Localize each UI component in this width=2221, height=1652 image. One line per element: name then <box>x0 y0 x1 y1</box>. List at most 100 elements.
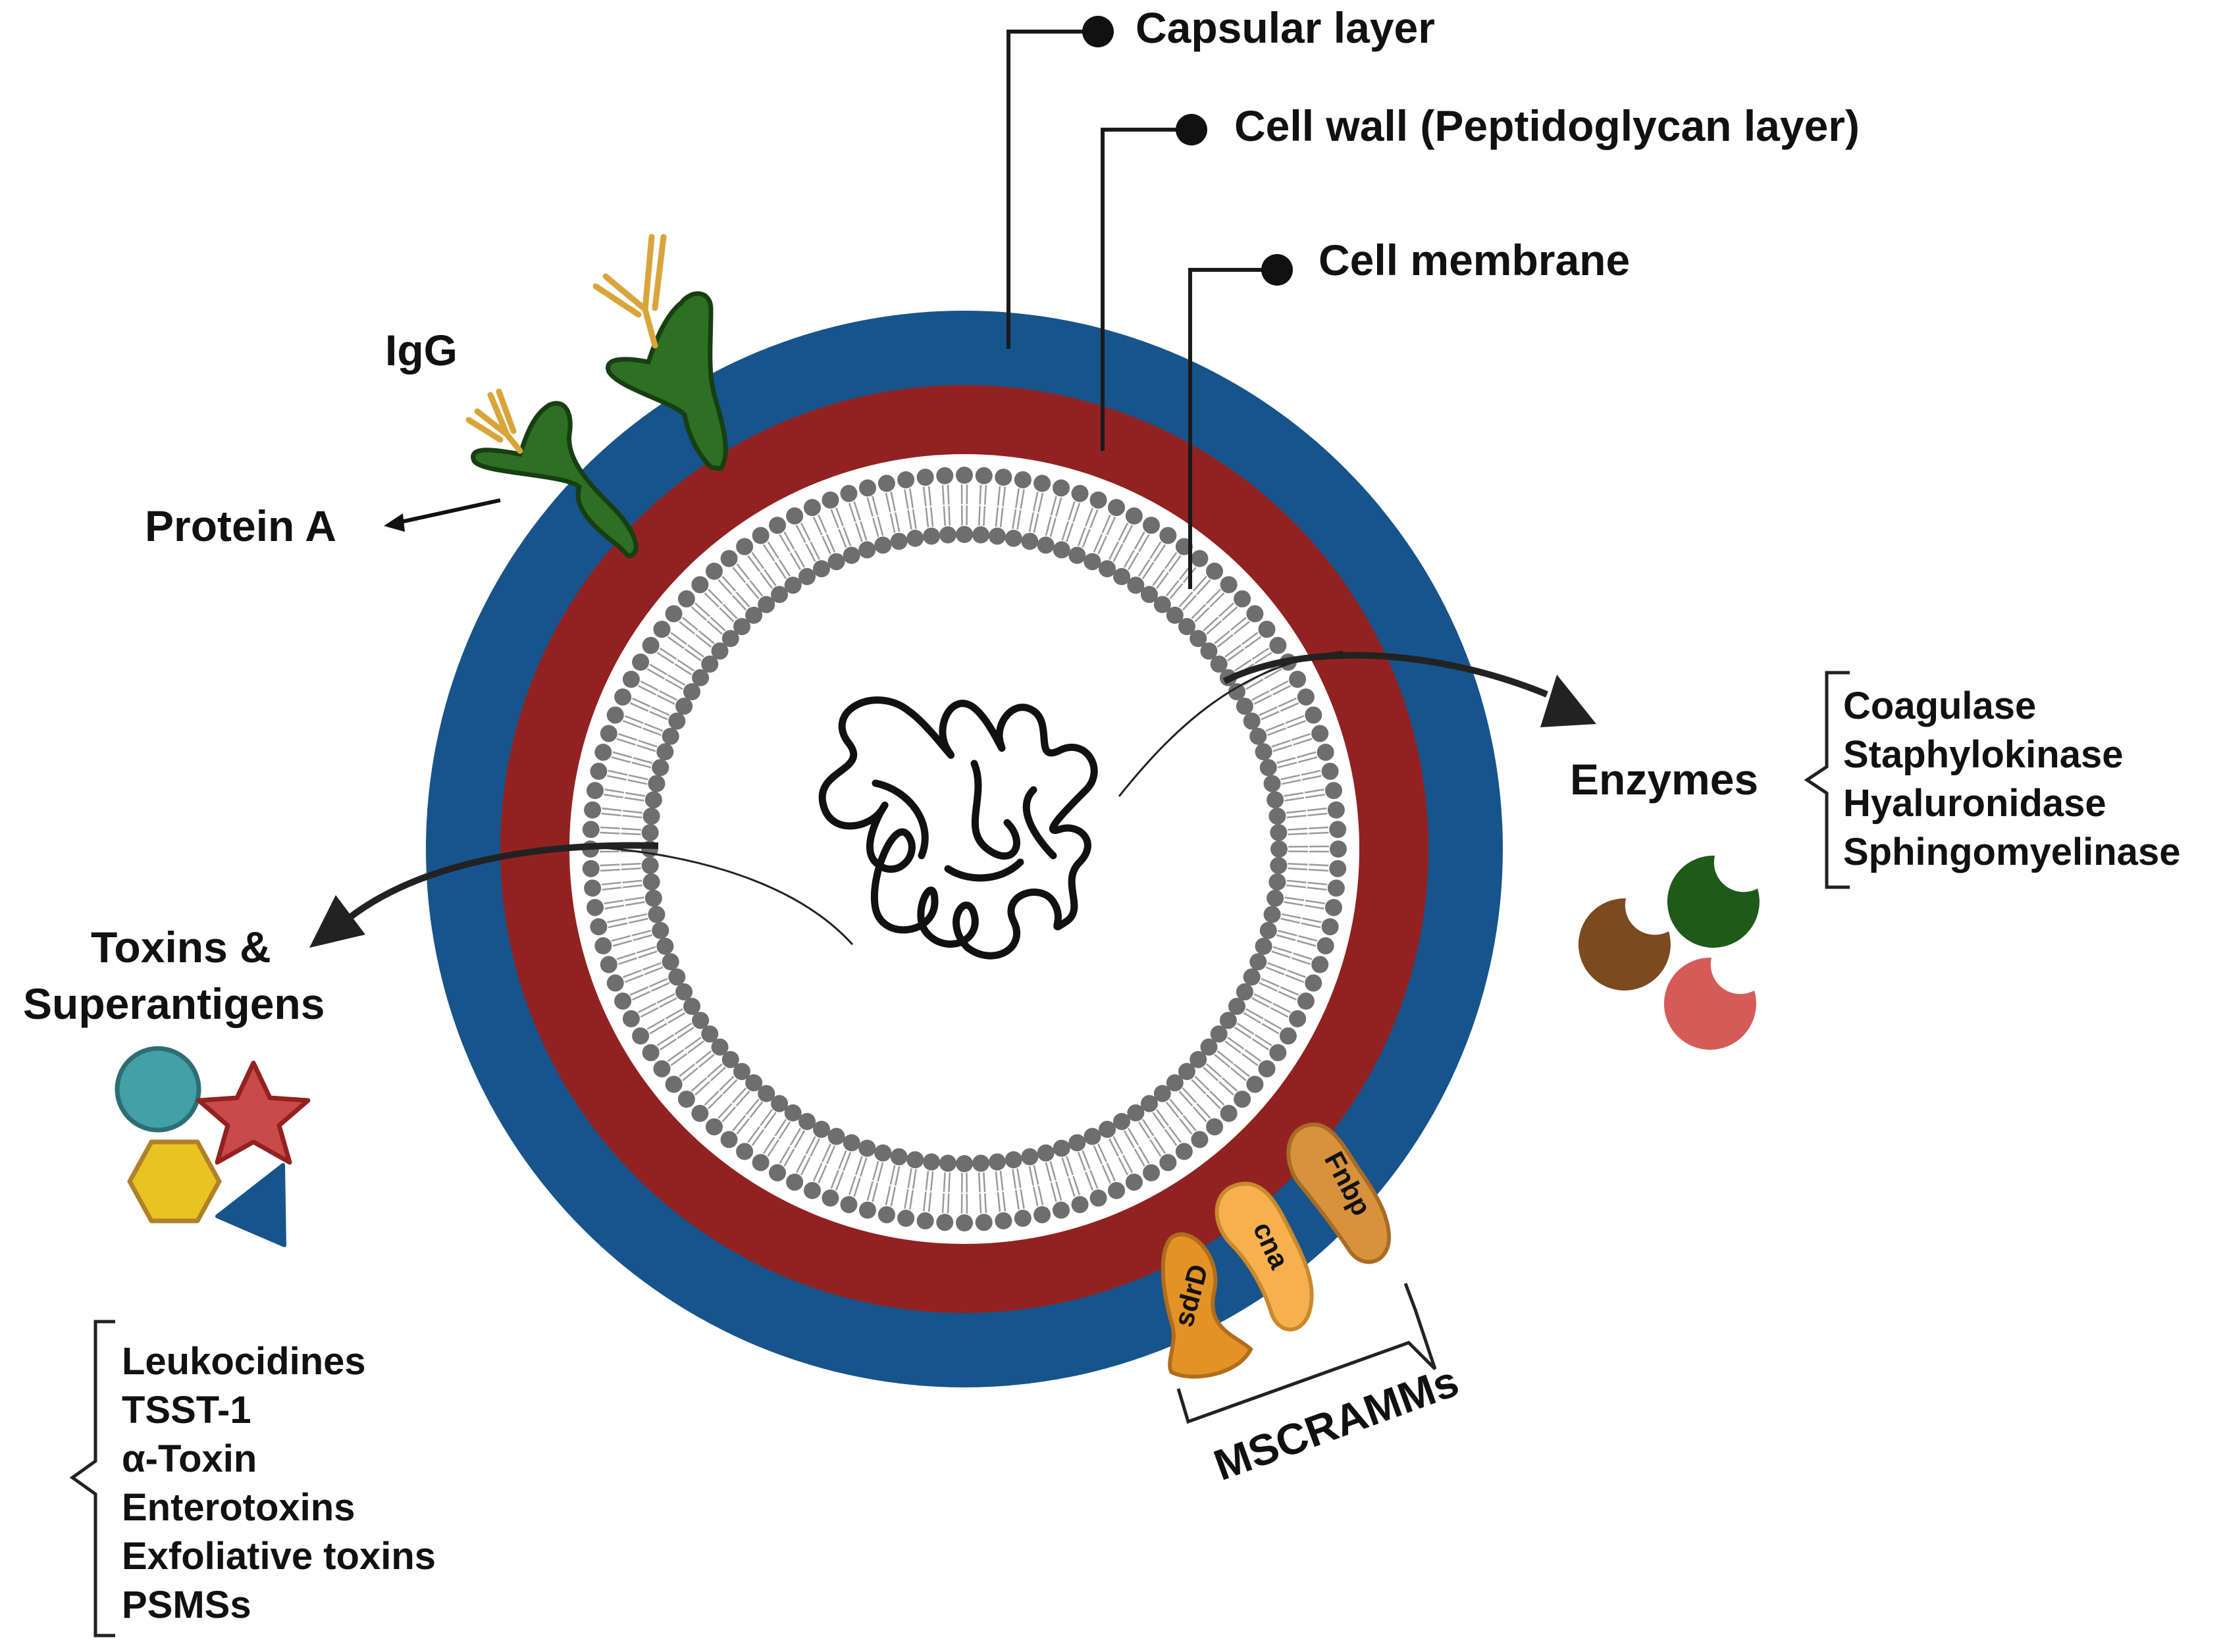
lipid-tail <box>1016 509 1022 530</box>
lipid-head <box>1269 1044 1287 1062</box>
lipid-tail <box>1082 529 1091 548</box>
lipid-tail <box>1178 1118 1193 1135</box>
lipid-tail <box>710 1066 726 1081</box>
lipid-tail <box>925 507 929 528</box>
lipid-head <box>668 712 686 730</box>
lipid-tail <box>1277 761 1297 769</box>
lipid-head <box>1330 840 1347 858</box>
lipid-tail <box>695 1050 712 1064</box>
lipid-head <box>586 898 604 916</box>
lipid-tail <box>764 569 777 586</box>
lipid-tail <box>1037 1185 1044 1206</box>
lipid-tail <box>1267 727 1287 736</box>
lipid-head <box>1269 636 1287 654</box>
lipid-tail <box>1284 896 1305 902</box>
lipid-head <box>600 725 617 742</box>
lipid-tail <box>628 917 648 924</box>
lipid-tail <box>1308 826 1329 830</box>
lipid-tail <box>625 901 645 906</box>
lipid-tail <box>704 592 719 608</box>
lipid-tail <box>1280 774 1301 781</box>
igg-label: IgG <box>385 326 457 374</box>
enzymes-bracket <box>1804 671 1850 889</box>
lipid-tail <box>1234 659 1252 672</box>
lipid-head <box>705 562 723 580</box>
lipid-tail <box>629 986 649 996</box>
lipid-tail <box>767 541 779 559</box>
lipid-tail <box>1101 514 1111 534</box>
lipid-head <box>1125 1174 1143 1191</box>
lipid-head <box>1270 823 1288 841</box>
lipid-tail <box>1278 697 1297 708</box>
lipid-tail <box>1205 1094 1221 1110</box>
lipid-tail <box>907 509 912 530</box>
lipid-tail <box>1134 1149 1145 1167</box>
lipid-tail <box>642 727 662 736</box>
lipid-tail <box>907 1168 912 1189</box>
lipid-tail <box>1020 1189 1025 1209</box>
lipid-head <box>590 762 608 780</box>
lipid-head <box>1189 630 1207 648</box>
lipid-tail <box>735 1091 750 1107</box>
lipid-tail <box>1293 738 1313 746</box>
lipid-tail <box>794 550 806 568</box>
lipid-head <box>1249 953 1267 971</box>
lipid-tail <box>1286 810 1306 814</box>
lipid-tail <box>656 993 675 1004</box>
lipid-tail <box>1224 1041 1241 1054</box>
toxin-item: Leukocidines <box>122 1340 366 1383</box>
lipid-tail <box>695 634 712 648</box>
lipid-tail <box>721 1106 737 1123</box>
lipid-tail <box>1153 544 1166 562</box>
lipid-tail <box>674 663 692 676</box>
lipid-tail <box>1216 1050 1234 1064</box>
lipid-head <box>916 1212 934 1229</box>
lipid-tail <box>1112 544 1124 562</box>
lipid-tail <box>1264 1018 1282 1030</box>
lipid-tail <box>1169 1098 1184 1116</box>
lipid-tail <box>795 525 806 544</box>
lipid-tail <box>997 486 1001 506</box>
lipid-tail <box>708 1094 723 1110</box>
lipid-tail <box>674 1022 692 1035</box>
lipid-tail <box>1061 521 1069 541</box>
lipid-tail <box>698 630 715 644</box>
lipid-tail <box>607 775 627 781</box>
lipid-head <box>1113 568 1130 586</box>
lipid-head <box>1175 1143 1193 1160</box>
lipid-head <box>784 577 802 594</box>
lipid-tail <box>762 544 775 562</box>
lipid-tail <box>774 1118 787 1137</box>
toxin-star-icon <box>196 1060 311 1165</box>
lipid-tail <box>843 1152 852 1172</box>
protein-a-group <box>384 234 728 559</box>
lipid-tail <box>1085 1172 1093 1191</box>
lipid-tail <box>843 527 852 546</box>
lipid-head <box>890 532 908 550</box>
lipid-head <box>988 527 1006 545</box>
lipid-tail <box>943 1172 946 1193</box>
lipid-tail <box>1281 913 1301 919</box>
lipid-tail <box>1214 1054 1231 1068</box>
lipid-tail <box>1033 1187 1039 1206</box>
lipid-head <box>745 1074 763 1092</box>
lipid-tail <box>1254 652 1272 664</box>
lipid-tail <box>767 1139 779 1157</box>
lipid-tail <box>1061 1157 1069 1177</box>
lipid-tail <box>1254 1034 1272 1046</box>
lipid-tail <box>1277 929 1297 937</box>
lipid-head <box>956 1214 973 1231</box>
lipid-head <box>1071 484 1089 502</box>
lipid-tail <box>659 997 677 1008</box>
lipid-head <box>648 906 666 923</box>
lipid-head <box>1210 656 1228 673</box>
igg-1-stem <box>504 431 523 454</box>
lipid-head <box>1317 937 1334 955</box>
lipid-tail <box>1178 1091 1193 1107</box>
lipid-tail <box>1168 1125 1182 1143</box>
enzyme-red-icon <box>1663 957 1756 1050</box>
lipid-tail <box>764 1112 777 1129</box>
lipid-tail <box>691 1077 707 1092</box>
lipid-head <box>1084 1127 1101 1145</box>
cell-membrane-label: Cell membrane <box>1319 236 1630 284</box>
